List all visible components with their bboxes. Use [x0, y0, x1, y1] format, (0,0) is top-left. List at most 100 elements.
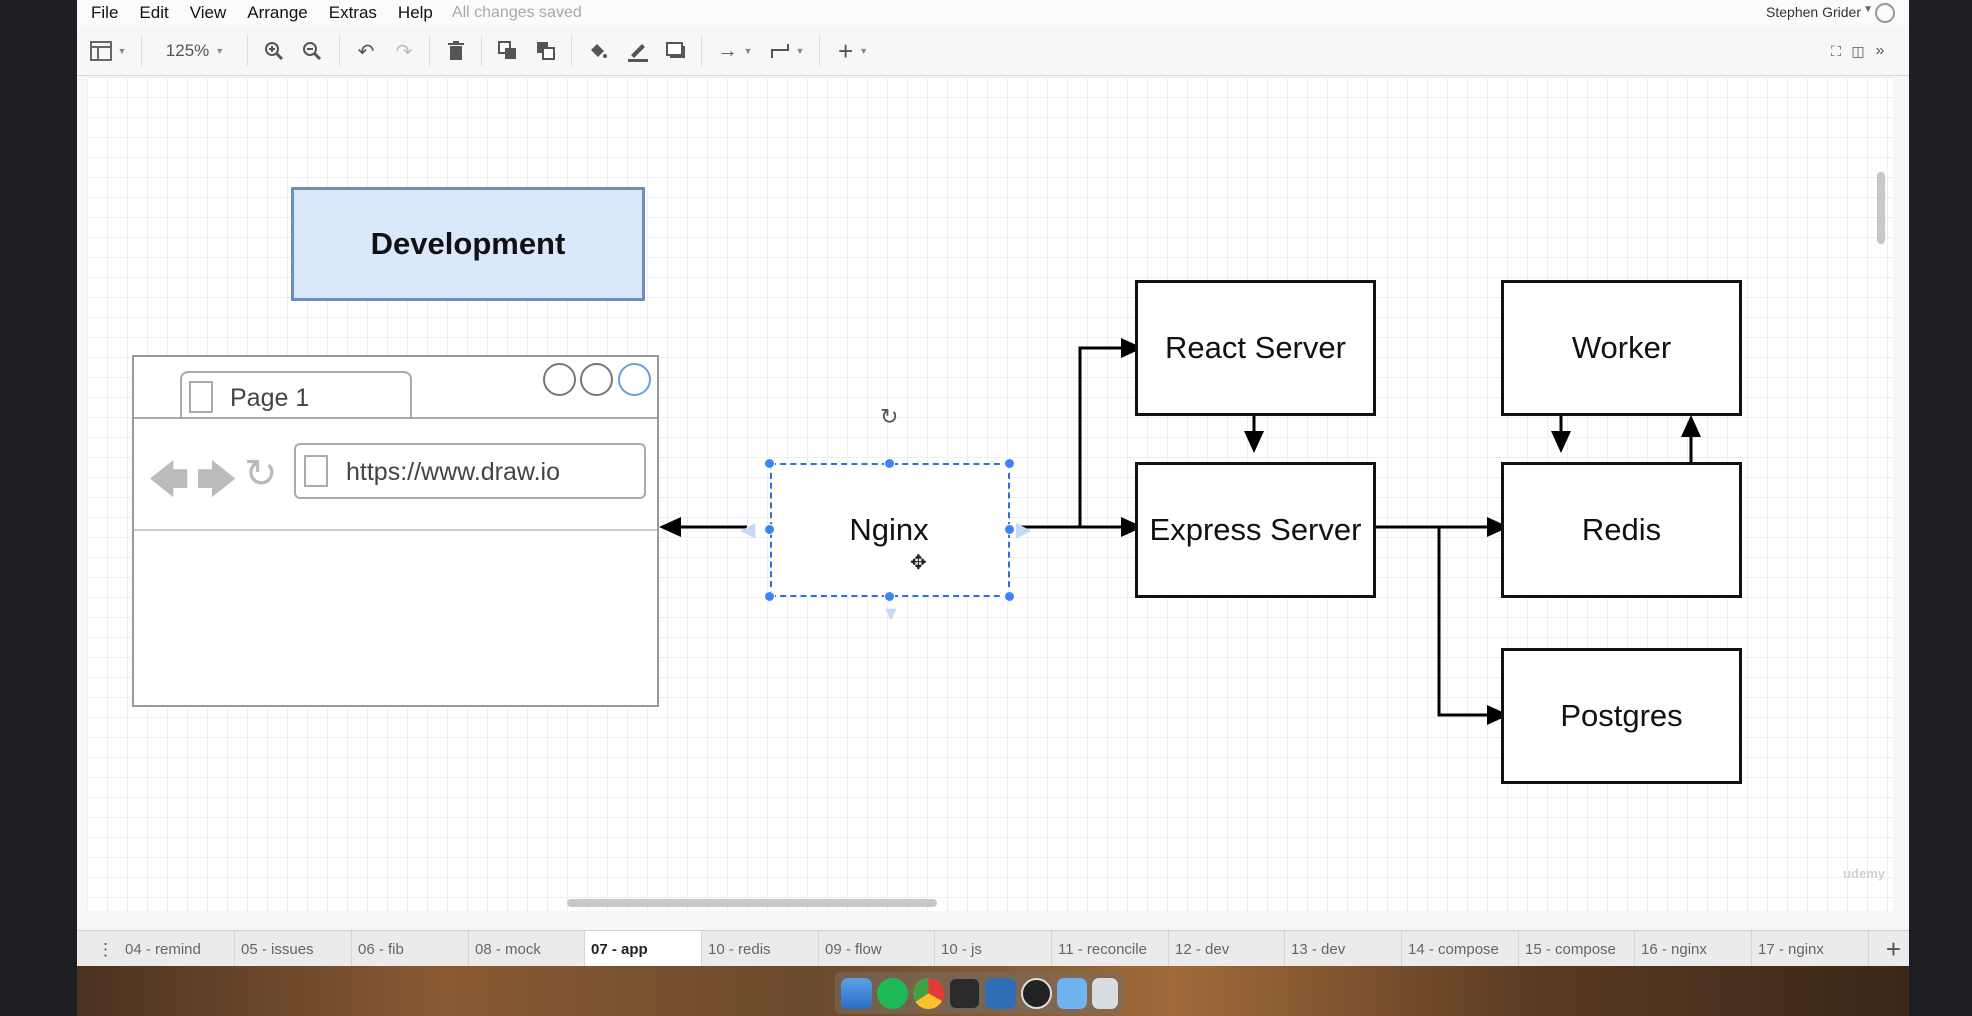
toolbar-divider [819, 36, 820, 66]
menu-extras[interactable]: Extras [328, 3, 377, 22]
toolbar: ▼ 125% ▼ ↶ ↷ [77, 26, 1909, 76]
arrowhead-icon [1487, 517, 1509, 537]
panel-toggle-button[interactable]: ◫ [1847, 38, 1869, 64]
node-redis[interactable]: Redis [1501, 462, 1742, 598]
pencil-icon [628, 44, 648, 62]
page-tab[interactable]: 16 - nginx [1635, 931, 1752, 966]
menu-edit[interactable]: Edit [139, 3, 169, 22]
fill-color-button[interactable] [583, 38, 613, 64]
page-tab[interactable]: 10 - redis [702, 931, 819, 966]
chevron-down-icon: ▼ [215, 46, 225, 56]
to-front-button[interactable] [493, 38, 523, 64]
page-tab[interactable]: 10 - js [935, 931, 1052, 966]
node-express-server[interactable]: Express Server [1135, 462, 1376, 598]
node-react-server[interactable]: React Server [1135, 280, 1376, 416]
page-tab[interactable]: 05 - issues [235, 931, 352, 966]
format-panel-button[interactable]: ▼ [87, 38, 129, 64]
vertical-scrollbar[interactable] [1877, 172, 1885, 244]
resize-handle[interactable] [764, 591, 775, 602]
edge-nginx-react[interactable] [1078, 346, 1135, 527]
page-tab[interactable]: 08 - mock [469, 931, 585, 966]
resize-handle[interactable] [1004, 591, 1015, 602]
url-text: https://www.draw.io [346, 458, 560, 486]
circle-icon [543, 363, 576, 396]
vscode-icon[interactable] [985, 977, 1016, 1009]
globe-icon[interactable] [1875, 3, 1895, 23]
macos-dock [835, 972, 1124, 1014]
node-nginx[interactable]: Nginx [770, 463, 1008, 596]
hint-arrow-right-icon[interactable]: ▶ [1016, 519, 1032, 541]
chrome-icon[interactable] [913, 977, 944, 1009]
obs-icon[interactable] [1021, 977, 1052, 1009]
chevron-down-icon[interactable]: ▼ [1863, 4, 1873, 15]
page-tab[interactable]: 04 - remind [119, 931, 235, 966]
zoom-out-button[interactable] [297, 38, 327, 64]
connection-style-button[interactable]: →▼ [713, 38, 757, 64]
page-tab[interactable]: 09 - flow [819, 931, 935, 966]
user-menu[interactable]: Stephen Grider [1766, 4, 1861, 20]
to-back-button[interactable] [531, 38, 561, 64]
delete-button[interactable] [441, 38, 471, 64]
node-postgres[interactable]: Postgres [1501, 648, 1742, 784]
spotify-icon[interactable] [877, 977, 908, 1009]
menu-arrange[interactable]: Arrange [247, 3, 308, 22]
page-tab-active[interactable]: 07 - app [585, 931, 702, 966]
menu-help[interactable]: Help [397, 3, 433, 22]
panel-icon: ◫ [1851, 42, 1865, 59]
to-front-icon [498, 41, 516, 59]
page-tab[interactable]: 13 - dev [1285, 931, 1402, 966]
zoom-in-icon [265, 42, 284, 61]
drawio-window: File Edit View Arrange Extras Help All c… [77, 0, 1909, 966]
page-tab[interactable]: 15 - compose [1519, 931, 1635, 966]
resize-handle[interactable] [764, 458, 775, 469]
terminal-icon[interactable] [949, 977, 980, 1009]
trash-icon[interactable] [1092, 977, 1118, 1009]
resize-handle[interactable] [1004, 458, 1015, 469]
circle-icon [618, 363, 651, 396]
resize-handle[interactable] [1004, 524, 1015, 535]
edge-express-postgres[interactable] [1437, 527, 1501, 717]
undo-icon: ↶ [357, 40, 375, 63]
menu-view[interactable]: View [189, 3, 227, 22]
add-page-icon[interactable]: + [1885, 934, 1901, 964]
menu-file[interactable]: File [91, 3, 119, 22]
folder-icon[interactable] [1057, 977, 1087, 1009]
finder-icon[interactable] [841, 977, 872, 1009]
resize-handle[interactable] [884, 591, 895, 602]
undo-button[interactable]: ↶ [351, 38, 381, 64]
node-worker[interactable]: Worker [1501, 280, 1742, 416]
redo-button[interactable]: ↷ [389, 38, 419, 64]
hint-arrow-left-icon[interactable]: ◀ [740, 519, 756, 541]
trash-icon [448, 41, 464, 60]
toolbar-divider [429, 36, 430, 66]
tabbar-line [134, 417, 657, 419]
horizontal-scrollbar[interactable] [567, 899, 937, 907]
fullscreen-button[interactable]: ⛶ [1825, 38, 1847, 64]
resize-handle[interactable] [884, 458, 895, 469]
shadow-button[interactable] [661, 38, 691, 64]
waypoints-button[interactable]: ▼ [765, 38, 809, 64]
connectors [659, 338, 1701, 725]
page-tab[interactable]: 11 - reconcile [1052, 931, 1169, 966]
zoom-select[interactable]: 125% ▼ [155, 38, 235, 64]
circle-icon [580, 363, 613, 396]
page-icon [304, 455, 328, 487]
page-tab[interactable]: 14 - compose [1402, 931, 1519, 966]
redo-icon: ↷ [395, 40, 413, 63]
line-color-button[interactable] [623, 38, 653, 64]
development-label-box[interactable]: Development [291, 187, 645, 301]
pages-menu-icon[interactable]: ⋮ [97, 940, 114, 959]
resize-handle[interactable] [764, 524, 775, 535]
diagram-canvas[interactable]: Development Page 1 🡄 🡆 ↻ https://www.dra… [87, 77, 1893, 911]
rotate-icon[interactable]: ↻ [880, 404, 899, 429]
page-tab[interactable]: 12 - dev [1169, 931, 1285, 966]
hint-arrow-down-icon[interactable]: ▼ [881, 603, 901, 625]
to-back-icon [537, 42, 555, 60]
arrowhead-icon [1681, 415, 1701, 437]
page-tab[interactable]: 17 - nginx [1752, 931, 1869, 966]
page-tab[interactable]: 06 - fib [352, 931, 469, 966]
zoom-in-button[interactable] [259, 38, 289, 64]
collapse-button[interactable]: » [1869, 38, 1891, 64]
browser-mockup[interactable]: Page 1 🡄 🡆 ↻ https://www.draw.io [132, 355, 659, 707]
insert-button[interactable]: +▼ [831, 36, 875, 66]
